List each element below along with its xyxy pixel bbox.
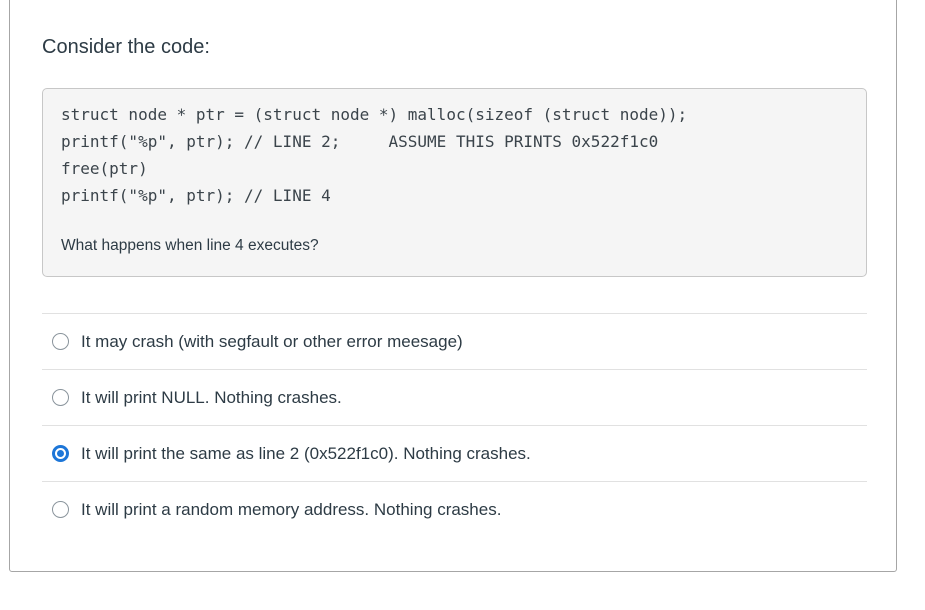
answer-option-1[interactable]: It may crash (with segfault or other err… xyxy=(42,313,867,369)
answer-label: It will print NULL. Nothing crashes. xyxy=(81,387,342,407)
code-block: struct node * ptr = (struct node *) mall… xyxy=(42,88,867,277)
answer-label: It will print the same as line 2 (0x522f… xyxy=(81,443,531,463)
answer-label: It may crash (with segfault or other err… xyxy=(81,331,463,351)
code-text: struct node * ptr = (struct node *) mall… xyxy=(61,105,688,205)
radio-button[interactable] xyxy=(52,445,69,462)
answer-option-3[interactable]: It will print the same as line 2 (0x522f… xyxy=(42,425,867,481)
question-card: Consider the code: struct node * ptr = (… xyxy=(9,0,897,572)
answer-option-4[interactable]: It will print a random memory address. N… xyxy=(42,481,867,537)
radio-button[interactable] xyxy=(52,389,69,406)
answers-list: It may crash (with segfault or other err… xyxy=(42,313,867,537)
question-text: What happens when line 4 executes? xyxy=(61,237,319,254)
answer-option-2[interactable]: It will print NULL. Nothing crashes. xyxy=(42,369,867,425)
radio-button[interactable] xyxy=(52,333,69,350)
answer-label: It will print a random memory address. N… xyxy=(81,499,502,519)
radio-button[interactable] xyxy=(52,501,69,518)
question-prompt: Consider the code: xyxy=(42,36,210,58)
